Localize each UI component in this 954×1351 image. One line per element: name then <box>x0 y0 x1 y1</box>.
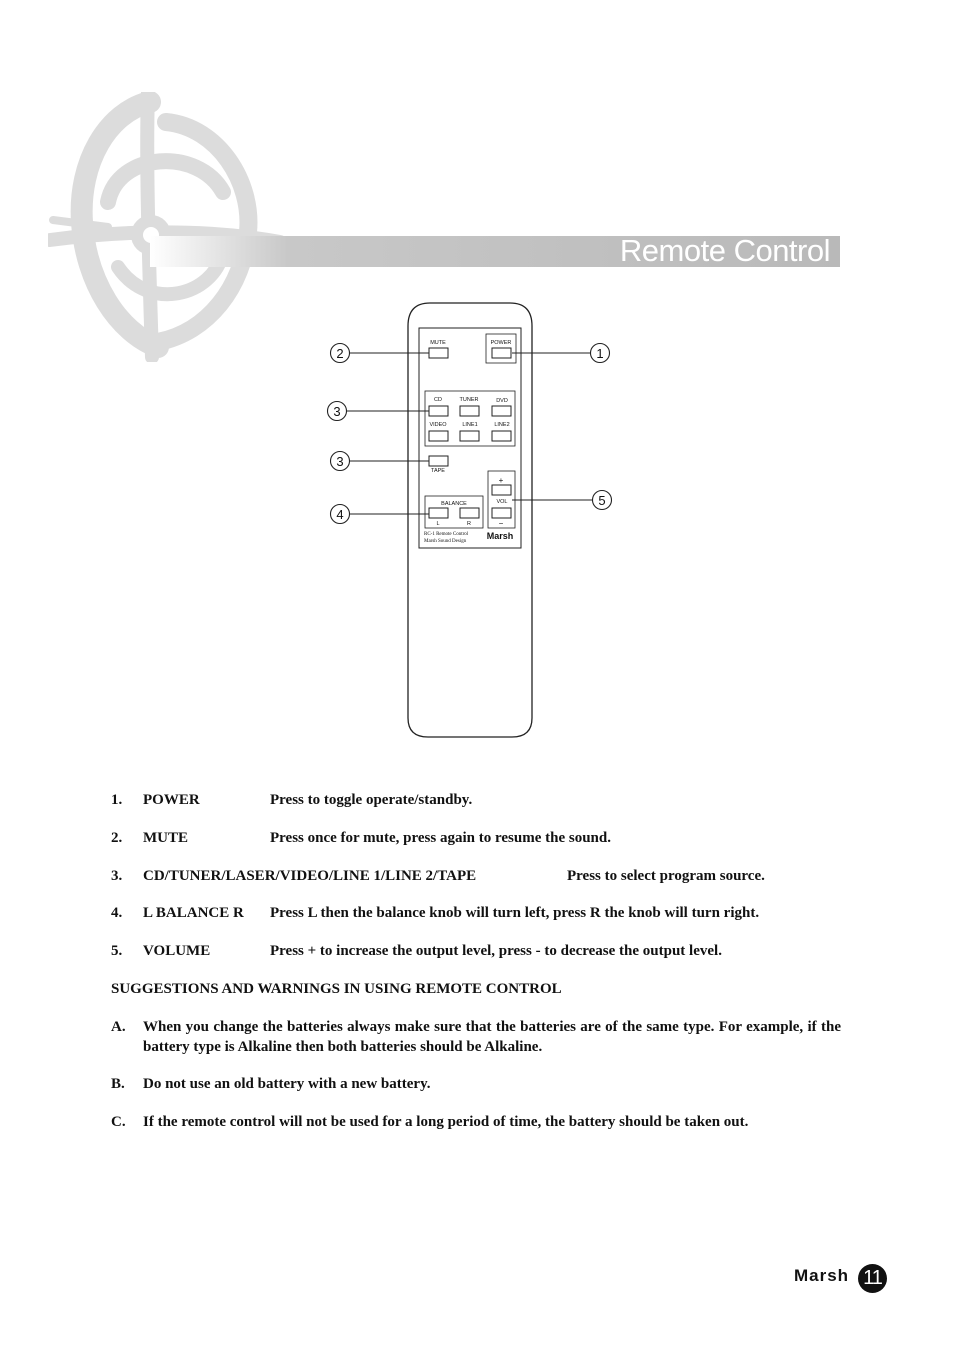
power-frame <box>485 333 517 364</box>
remote-control-diagram: MUTE POWER CD TUNER DVD VIDEO LINE1 LINE… <box>326 302 613 738</box>
line1-label: LINE1 <box>462 422 477 428</box>
mute-label: MUTE <box>430 340 446 346</box>
line2-label: LINE2 <box>494 422 509 428</box>
tape-button[interactable] <box>428 455 449 467</box>
warning-item-c: C. If the remote control will not be use… <box>111 1112 841 1132</box>
callout-3b-circle <box>329 450 351 472</box>
callout-2-circle <box>329 342 351 364</box>
mute-button[interactable] <box>428 347 449 359</box>
function-description: Press + to increase the output level, pr… <box>270 943 722 959</box>
callout-3a: 3 <box>333 404 340 419</box>
balance-frame <box>424 495 484 529</box>
model-line1: RC-1 Remote Control <box>424 532 469 537</box>
callout-3a-circle <box>326 400 348 422</box>
warnings-heading: SUGGESTIONS AND WARNINGS IN USING REMOTE… <box>111 981 562 997</box>
callout-3b: 3 <box>336 454 343 469</box>
logo-watermark-icon <box>48 92 287 362</box>
vol-down-button[interactable] <box>491 507 512 519</box>
warning-item-b: B. Do not use an old battery with a new … <box>111 1074 841 1094</box>
page-number-badge: 11 <box>858 1264 887 1293</box>
tape-label: TAPE <box>431 468 445 474</box>
function-number: 4. <box>111 905 123 921</box>
tuner-label: TUNER <box>460 397 479 403</box>
function-description: Press to select program source. <box>567 868 765 884</box>
balance-label: BALANCE <box>441 501 467 507</box>
function-description: Press to toggle operate/standby. <box>270 792 473 808</box>
power-label: POWER <box>491 340 512 346</box>
function-number: 1. <box>111 792 123 808</box>
cd-button[interactable] <box>428 405 449 417</box>
function-number: 5. <box>111 943 123 959</box>
function-number: 2. <box>111 830 123 846</box>
balance-left-button[interactable] <box>428 507 449 519</box>
vol-up-button[interactable] <box>491 484 512 496</box>
callout-1-circle <box>589 342 611 364</box>
dvd-button[interactable] <box>491 405 512 417</box>
power-button[interactable] <box>491 347 512 359</box>
warning-text: If the remote control will not be used f… <box>143 1114 749 1130</box>
cd-label: CD <box>434 397 442 403</box>
tuner-button[interactable] <box>459 405 480 417</box>
video-label: VIDEO <box>429 422 447 428</box>
title-bar: Remote Control <box>150 233 840 268</box>
vol-label: VOL <box>496 499 507 505</box>
callout-1: 1 <box>596 346 603 361</box>
warning-label: C. <box>111 1114 126 1130</box>
model-line2: Marsh Sound Design <box>424 539 467 544</box>
callout-2: 2 <box>336 346 343 361</box>
balance-right-button[interactable] <box>459 507 480 519</box>
dvd-label: DVD <box>496 398 508 404</box>
function-number: 3. <box>111 868 123 884</box>
balance-l-label: L <box>436 521 439 527</box>
line1-button[interactable] <box>459 430 480 442</box>
function-description: Press once for mute, press again to resu… <box>270 830 611 846</box>
page-title: Remote Control <box>619 233 831 268</box>
function-name: POWER <box>143 792 200 808</box>
function-name: L BALANCE R <box>143 905 244 921</box>
function-name: MUTE <box>143 830 188 846</box>
callout-5: 5 <box>598 493 605 508</box>
function-name: CD/TUNER/LASER/VIDEO/LINE 1/LINE 2/TAPE <box>143 868 477 884</box>
warning-label: B. <box>111 1076 125 1092</box>
vol-minus-label: − <box>499 519 504 528</box>
callout-4-circle <box>329 503 351 525</box>
warning-label: A. <box>111 1019 126 1035</box>
warning-item-a: A. When you change the batteries always … <box>111 1017 841 1057</box>
balance-r-label: R <box>467 521 471 527</box>
warning-text: Do not use an old battery with a new bat… <box>143 1076 431 1092</box>
remote-brand: Marsh <box>487 531 514 541</box>
source-group-frame <box>424 390 516 447</box>
footer-brand: Marsh <box>794 1266 850 1285</box>
function-name: VOLUME <box>143 943 211 959</box>
vol-plus-label: + <box>499 476 504 485</box>
callout-5-circle <box>591 489 613 511</box>
line2-button[interactable] <box>491 430 512 442</box>
function-description: Press L then the balance knob will turn … <box>270 905 760 921</box>
warning-text: When you change the batteries always mak… <box>143 1019 841 1055</box>
callout-4: 4 <box>336 507 343 522</box>
video-button[interactable] <box>428 430 449 442</box>
